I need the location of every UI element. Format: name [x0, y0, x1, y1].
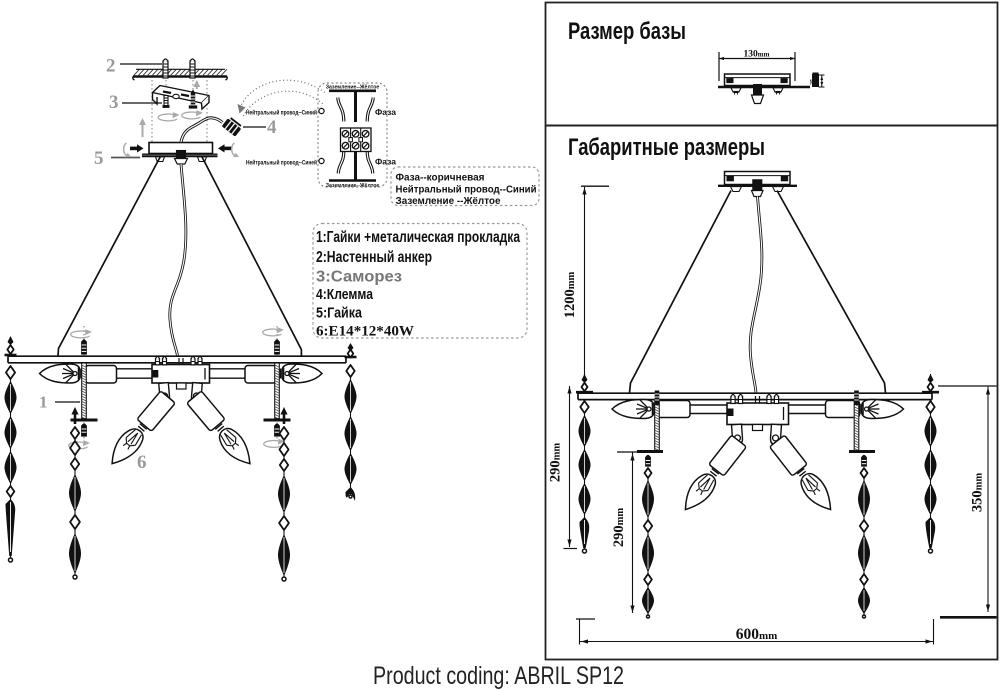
- svg-text:1:Гайки +металическая прокладк: 1:Гайки +металическая прокладка: [316, 229, 520, 246]
- svg-text:6:E14*12*40W: 6:E14*12*40W: [316, 324, 414, 340]
- svg-text:Заземление --Жёлтое: Заземление --Жёлтое: [396, 195, 501, 207]
- svg-text:5: 5: [94, 148, 104, 169]
- svg-text:Фаза: Фаза: [375, 107, 396, 117]
- svg-text:1200mm: 1200mm: [562, 272, 578, 319]
- svg-text:290mm: 290mm: [548, 443, 564, 482]
- svg-text:4:Клемма: 4:Клемма: [316, 286, 374, 303]
- svg-text:2:Настенный анкер: 2:Настенный анкер: [316, 249, 432, 266]
- svg-text:600mm: 600mm: [736, 626, 778, 643]
- svg-text:Нейтральный провод--Синий: Нейтральный провод--Синий: [246, 109, 317, 117]
- svg-text:25: 25: [810, 79, 816, 85]
- svg-text:4: 4: [267, 117, 277, 138]
- svg-text:Product coding: ABRIL SP12: Product coding: ABRIL SP12: [373, 662, 624, 690]
- svg-text:Фаза: Фаза: [375, 156, 396, 166]
- svg-text:5:Гайка: 5:Гайка: [316, 305, 363, 322]
- svg-text:Нейтральный провод--Синий: Нейтральный провод--Синий: [396, 184, 537, 196]
- svg-text:130mm: 130mm: [744, 50, 770, 60]
- svg-text:6: 6: [137, 452, 147, 473]
- svg-text:Размер базы: Размер базы: [568, 18, 686, 45]
- svg-text:2: 2: [106, 56, 116, 77]
- svg-text:Фаза--коричневая: Фаза--коричневая: [396, 172, 485, 184]
- svg-text:290mm: 290mm: [611, 508, 627, 547]
- svg-text:Заземление--Жёлтое: Заземление--Жёлтое: [326, 85, 380, 91]
- svg-text:3:Саморез: 3:Саморез: [316, 269, 402, 286]
- svg-text:Нейтральный провод--Синей: Нейтральный провод--Синей: [246, 159, 317, 167]
- svg-text:Заземление--Жёлтое: Заземление--Жёлтое: [326, 183, 380, 189]
- svg-text:3: 3: [109, 92, 119, 113]
- svg-text:1: 1: [39, 393, 48, 412]
- svg-text:350mm: 350mm: [970, 473, 986, 512]
- svg-text:Габаритные размеры: Габаритные размеры: [568, 134, 765, 161]
